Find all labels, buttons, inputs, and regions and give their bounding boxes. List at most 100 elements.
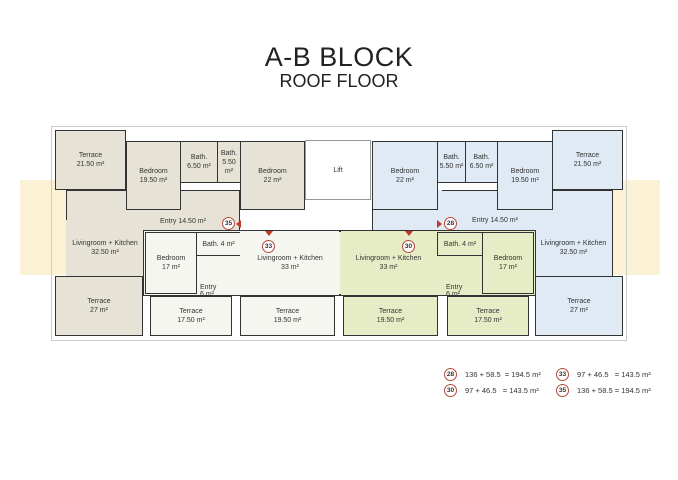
room-label: Bath. 4 m² (202, 240, 235, 248)
room-name: Bath. (190, 154, 208, 161)
balcony-strip-left (20, 180, 66, 275)
room-area: 33 m² (379, 264, 398, 271)
room-area: 19.50 m² (139, 176, 168, 184)
room-living-33[interactable]: Livingroom + Kitchen 33 m² (240, 232, 340, 294)
room-bath-30[interactable]: Bath. 4 m² (437, 232, 483, 256)
room-living-left[interactable]: Livingroom + Kitchen 32.50 m² (66, 220, 144, 276)
entrance-arrow-icon (265, 231, 273, 236)
room-area: 17 m² (499, 264, 517, 271)
room-label: Entry 14.50 m² (472, 217, 518, 224)
room-bath-right-2[interactable]: Bath. 6.50 m² (465, 141, 498, 183)
room-name: Terrace (476, 308, 500, 315)
room-area: 5.50 m² (439, 163, 464, 170)
room-bath-33[interactable]: Bath. 4 m² (196, 232, 241, 256)
entrance-arrow-icon (405, 231, 413, 236)
legend-formula: 136 + 58.5 = 194.5 m² (465, 370, 541, 379)
room-area: 21.50 m² (573, 161, 602, 168)
room-bath-left-1[interactable]: Bath. 6.50 m² (180, 141, 218, 183)
room-name: Bedroom (156, 255, 186, 262)
room-terrace-left-bottom[interactable]: Terrace 27 m² (55, 276, 143, 336)
room-area: 5.50 m² (222, 158, 236, 175)
room-name: Bedroom (493, 255, 523, 262)
entrance-arrow-icon (236, 220, 241, 228)
room-name: Livingroom + Kitchen (540, 240, 607, 247)
room-area: 27 m² (90, 307, 108, 314)
room-area: 21.50 m² (76, 161, 105, 168)
unit-badge-30[interactable]: 30 (402, 240, 415, 253)
floor-subtitle: ROOF FLOOR (279, 71, 399, 91)
room-area: 6.50 m² (187, 163, 211, 170)
unit-badge-33[interactable]: 33 (262, 240, 275, 253)
room-terrace-30-2[interactable]: Terrace 17.50 m² (447, 296, 529, 336)
room-name: Bath. (220, 149, 238, 157)
legend-formula: 136 + 58.5 = 194.5 m² (577, 386, 651, 395)
room-name: Terrace (567, 298, 591, 305)
room-entry-33: Entry 6 m² (200, 284, 217, 298)
room-label: Entry 14.50 m² (160, 218, 206, 225)
legend-badge: 33 (556, 368, 569, 381)
legend-item: 30 97 + 46.5 = 143.5 m² (444, 384, 539, 397)
room-name: Terrace (575, 152, 600, 159)
room-terrace-right-bottom[interactable]: Terrace 27 m² (535, 276, 623, 336)
legend-item: 33 97 + 46.5 = 143.5 m² (556, 368, 651, 381)
room-area: 6.50 m² (469, 163, 494, 170)
room-area: 27 m² (570, 307, 588, 314)
unit-badge-35[interactable]: 35 (222, 217, 235, 230)
room-name: Terrace (78, 152, 103, 159)
room-name: Livingroom + Kitchen (355, 255, 422, 262)
room-name: Bedroom (258, 167, 287, 175)
room-name: Terrace (378, 308, 403, 315)
legend-badge: 30 (444, 384, 457, 397)
legend-item: 35 136 + 58.5 = 194.5 m² (556, 384, 651, 397)
legend-formula: 97 + 46.5 = 143.5 m² (577, 370, 651, 379)
room-name: Bedroom (139, 167, 168, 175)
room-entry-30: Entry 6 m² (446, 284, 463, 298)
room-area: 22 m² (396, 176, 414, 184)
room-bedroom-33[interactable]: Bedroom 17 m² (145, 232, 197, 294)
room-living-30[interactable]: Livingroom + Kitchen 33 m² (340, 232, 437, 294)
lift-label: Lift (333, 166, 343, 174)
balcony-strip-right (612, 180, 660, 275)
room-name: Terrace (275, 308, 300, 315)
room-bedroom-30[interactable]: Bedroom 17 m² (482, 232, 534, 294)
room-bath-right-1[interactable]: Bath. 5.50 m² (437, 141, 466, 183)
lift-area: Lift (305, 140, 371, 200)
room-name: Bath. (443, 154, 460, 161)
room-bath-left-2[interactable]: Bath.5.50 m² (217, 141, 241, 183)
room-label: Bath. 4 m² (443, 240, 477, 248)
room-area: 32.50 m² (91, 249, 119, 256)
room-name: Terrace (179, 308, 203, 315)
room-name: Terrace (87, 298, 111, 305)
legend-item: 28 136 + 58.5 = 194.5 m² (444, 368, 541, 381)
room-area: 17.50 m² (474, 317, 502, 324)
room-area: 32.50 m² (559, 249, 588, 256)
room-area: 19.50 m² (376, 317, 405, 324)
room-area: 19.50 m² (273, 317, 302, 324)
room-area: 19.50 m² (511, 176, 539, 184)
room-area: 22 m² (263, 176, 282, 184)
unit-badge-28[interactable]: 28 (444, 217, 457, 230)
room-area: 33 m² (281, 264, 299, 271)
room-name: Bedroom (390, 167, 420, 175)
room-name: Livingroom + Kitchen (257, 255, 323, 262)
room-living-right[interactable]: Livingroom + Kitchen 32.50 m² (535, 220, 612, 276)
room-terrace-left-top[interactable]: Terrace 21.50 m² (55, 130, 126, 190)
entrance-arrow-icon (437, 220, 442, 228)
room-terrace-30-1[interactable]: Terrace 19.50 m² (343, 296, 438, 336)
room-area: 17 m² (162, 264, 180, 271)
legend-badge: 28 (444, 368, 457, 381)
room-name: Bath. (473, 154, 490, 161)
room-name: Livingroom + Kitchen (72, 240, 138, 247)
room-terrace-right-top[interactable]: Terrace 21.50 m² (552, 130, 623, 190)
building-outline (51, 126, 627, 341)
room-name: Bedroom (510, 167, 540, 175)
legend-badge: 35 (556, 384, 569, 397)
block-title: A-B BLOCK (264, 42, 414, 72)
legend-formula: 97 + 46.5 = 143.5 m² (465, 386, 539, 395)
room-terrace-33-2[interactable]: Terrace 19.50 m² (240, 296, 335, 336)
